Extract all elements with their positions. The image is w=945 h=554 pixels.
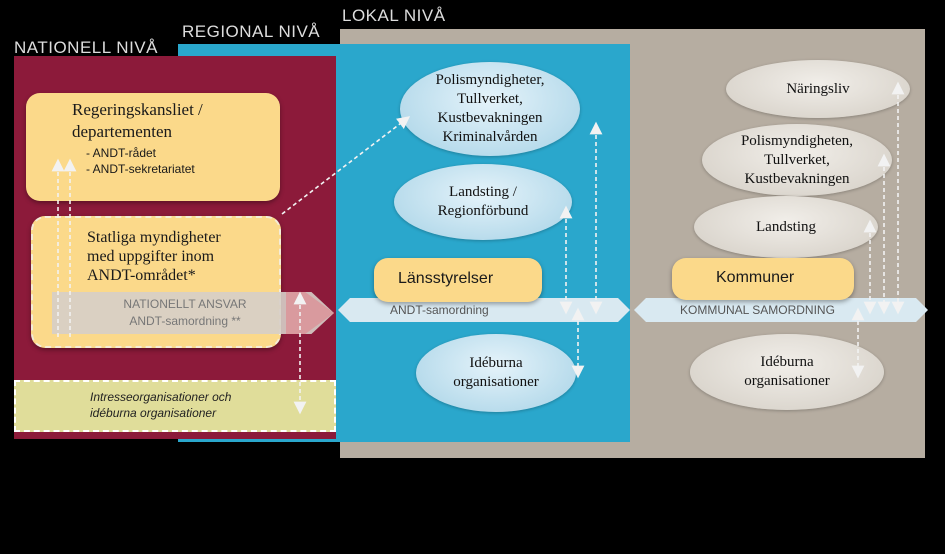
arrow-statliga-to-polis (281, 116, 411, 215)
andt-samordning-regional-label: ANDT-samordning (390, 303, 489, 317)
kommunal-samordning-label: KOMMUNAL SAMORDNING (680, 303, 835, 317)
statliga-line-3: ANDT-området* (87, 267, 196, 284)
reg-polis-1: Polismyndigheter, (435, 72, 545, 88)
naringsliv-label: Näringsliv (786, 80, 850, 97)
intresseorganisationer-box: Intresseorganisationer och idéburna orga… (14, 380, 336, 432)
nationell-header: NATIONELL NIVÅ (14, 38, 158, 57)
polismyndigheter-regional-oval: Polismyndigheter, Tullverket, Kustbevakn… (400, 62, 580, 156)
reg-polis-4: Kriminalvården (442, 129, 538, 145)
lok-polis-2: Tullverket, (764, 151, 830, 168)
lok-ideburna-2: organisationer (744, 373, 830, 389)
andt-sekretariatet: - ANDT-sekretariatet (86, 162, 195, 176)
reg-landsting-1: Landsting / (449, 184, 517, 200)
naringsliv-oval: Näringsliv (726, 60, 910, 118)
andt-samordning-nat-label: ANDT-samordning ** (129, 314, 241, 328)
statliga-line-2: med uppgifter inom (87, 248, 215, 265)
ideburna-regional-oval: Idéburna organisationer (416, 334, 576, 412)
regeringskansliet-title-2: departementen (72, 122, 173, 141)
intresse-line-1: Intresseorganisationer och (90, 390, 232, 404)
regeringskansliet-box: Regeringskansliet / departementen - ANDT… (26, 93, 280, 201)
lokal-header: LOKAL NIVÅ (342, 6, 446, 25)
reg-ideburna-1: Idéburna (469, 355, 523, 371)
regional-header: REGIONAL NIVÅ (182, 22, 321, 41)
reg-polis-2: Tullverket, (457, 91, 523, 107)
lok-polis-1: Polismyndigheten, (740, 132, 854, 149)
lok-ideburna-1: Idéburna (760, 354, 814, 370)
polismyndigheten-lokal-oval: Polismyndigheten, Tullverket, Kustbevakn… (702, 124, 892, 196)
lansstyrelser-box: Länsstyrelser (374, 258, 542, 302)
reg-polis-3: Kustbevakningen (437, 110, 543, 126)
lok-polis-3: Kustbevakningen (744, 170, 850, 187)
andt-radet: - ANDT-rådet (86, 146, 157, 160)
kommuner-box: Kommuner (672, 258, 854, 300)
landsting-regionforbund-oval: Landsting / Regionförbund (394, 164, 572, 240)
reg-landsting-2: Regionförbund (437, 203, 529, 219)
kommuner-label: Kommuner (716, 269, 795, 286)
landsting-lokal-label: Landsting (756, 218, 816, 235)
nationellt-ansvar-label: NATIONELLT ANSVAR (123, 297, 247, 311)
reg-ideburna-2: organisationer (453, 374, 539, 390)
lansstyrelser-label: Länsstyrelser (398, 270, 494, 287)
intresse-line-2: idéburna organisationer (90, 406, 217, 420)
statliga-line-1: Statliga myndigheter (87, 229, 221, 246)
regeringskansliet-title-1: Regeringskansliet / (72, 100, 203, 119)
landsting-lokal-oval: Landsting (694, 196, 878, 258)
